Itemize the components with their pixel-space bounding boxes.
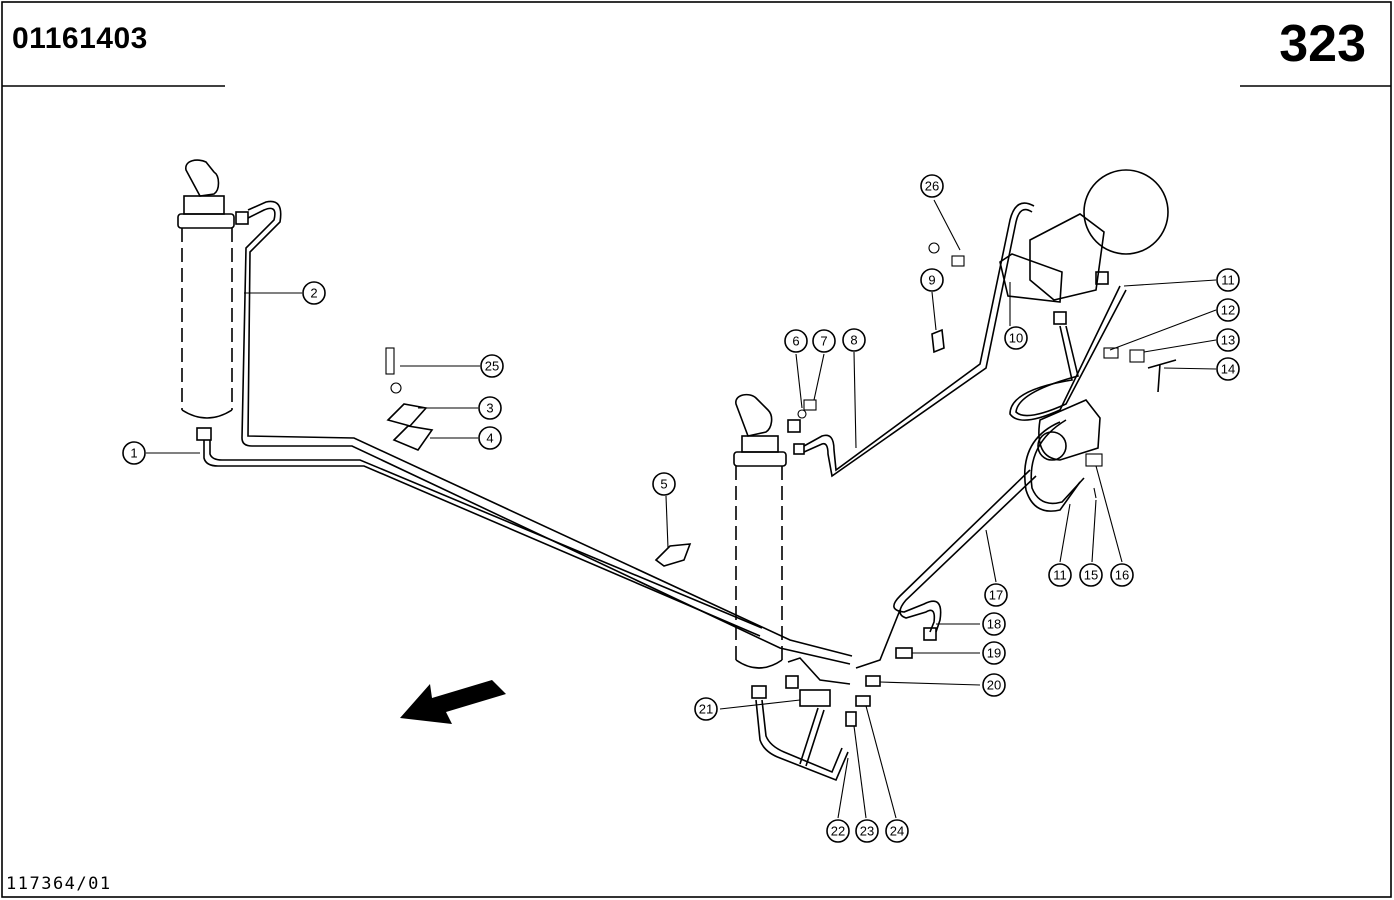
- svg-text:5: 5: [660, 477, 667, 492]
- small-parts: [797, 242, 1177, 499]
- svg-text:22: 22: [831, 824, 845, 839]
- hose-11: [1009, 285, 1127, 512]
- callout-2: 2: [302, 281, 326, 305]
- pipe-17: [855, 469, 1037, 669]
- callout-17: 17: [984, 583, 1008, 607]
- svg-text:9: 9: [928, 273, 935, 288]
- drawing-code: 117364/01: [6, 874, 112, 894]
- svg-text:7: 7: [820, 334, 827, 349]
- callout-8: 8: [842, 328, 866, 352]
- callout-23: 23: [855, 819, 879, 843]
- svg-text:13: 13: [1221, 333, 1235, 348]
- page-number: 323: [1279, 15, 1366, 73]
- callout-12: 12: [1216, 298, 1240, 322]
- pipe-1: [203, 440, 763, 637]
- left-cylinder: [177, 159, 249, 441]
- center-cylinder: [733, 393, 805, 699]
- svg-text:21: 21: [699, 702, 713, 717]
- callout-7: 7: [812, 329, 836, 353]
- svg-text:6: 6: [792, 334, 799, 349]
- svg-text:14: 14: [1221, 362, 1235, 377]
- svg-text:10: 10: [1009, 331, 1023, 346]
- svg-text:18: 18: [987, 617, 1001, 632]
- svg-text:20: 20: [987, 678, 1001, 693]
- svg-text:4: 4: [486, 431, 493, 446]
- callout-11-top: 11: [1216, 268, 1240, 292]
- svg-text:11: 11: [1053, 568, 1067, 583]
- callout-20: 20: [982, 673, 1006, 697]
- valve-block: [999, 169, 1169, 325]
- svg-text:19: 19: [987, 646, 1001, 661]
- svg-text:25: 25: [485, 359, 499, 374]
- callout-14: 14: [1216, 357, 1240, 381]
- direction-arrow-icon: [400, 680, 506, 724]
- svg-text:15: 15: [1084, 568, 1098, 583]
- svg-text:24: 24: [890, 824, 904, 839]
- callout-13: 13: [1216, 328, 1240, 352]
- callout-18: 18: [982, 612, 1006, 636]
- hydraulic-motor: [1037, 399, 1101, 461]
- svg-text:26: 26: [925, 179, 939, 194]
- svg-text:3: 3: [486, 401, 493, 416]
- callout-1: 1: [122, 441, 146, 465]
- svg-text:17: 17: [989, 588, 1003, 603]
- callout-25: 25: [480, 354, 504, 378]
- svg-text:1: 1: [130, 446, 137, 461]
- callout-4: 4: [478, 426, 502, 450]
- leader-lines: [146, 199, 1217, 819]
- pipe-8: [803, 202, 1035, 478]
- callout-3: 3: [478, 396, 502, 420]
- callout-9: 9: [920, 268, 944, 292]
- svg-text:2: 2: [310, 286, 317, 301]
- svg-text:16: 16: [1115, 568, 1129, 583]
- svg-text:8: 8: [850, 333, 857, 348]
- callout-15: 15: [1079, 563, 1103, 587]
- callout-24: 24: [885, 819, 909, 843]
- callout-6: 6: [784, 329, 808, 353]
- callout-5: 5: [652, 472, 676, 496]
- svg-text:11: 11: [1221, 273, 1235, 288]
- pipe-2: [241, 200, 853, 665]
- document-number: 01161403: [12, 22, 148, 55]
- clamp-assembly: [385, 347, 434, 451]
- callout-16: 16: [1110, 563, 1134, 587]
- callout-26: 26: [920, 174, 944, 198]
- callout-22: 22: [826, 819, 850, 843]
- callout-19: 19: [982, 641, 1006, 665]
- svg-text:12: 12: [1221, 303, 1235, 318]
- lower-fittings: [755, 627, 937, 782]
- callout-21: 21: [694, 697, 718, 721]
- clamp-5: [654, 543, 692, 567]
- svg-text:23: 23: [860, 824, 874, 839]
- callout-11-bottom: 11: [1048, 563, 1072, 587]
- callout-10: 10: [1004, 326, 1028, 350]
